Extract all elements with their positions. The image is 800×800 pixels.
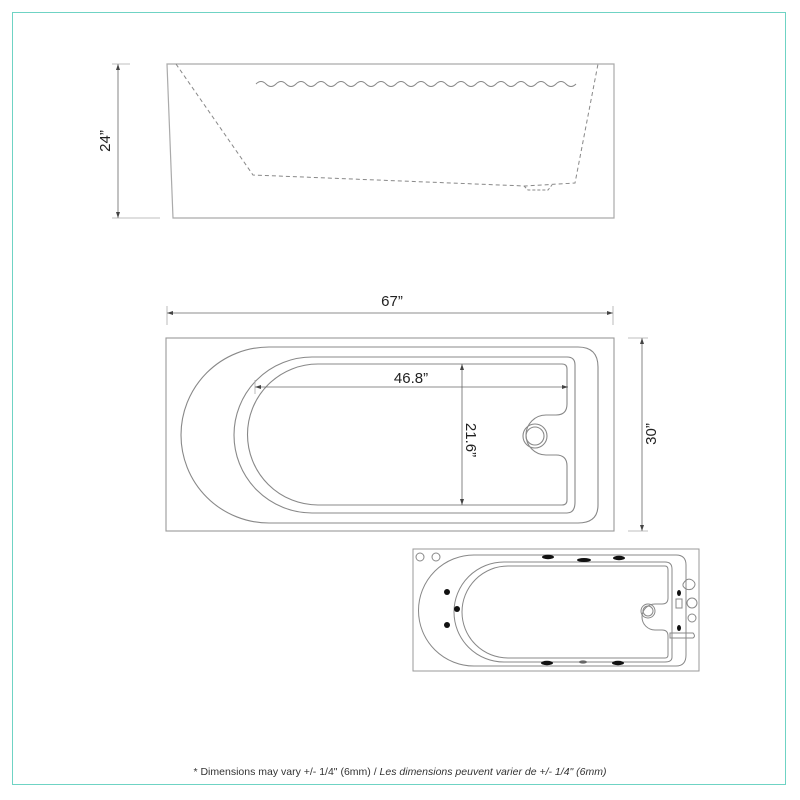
interior-width-label: 21.6” (462, 423, 479, 457)
interior-length-label: 46.8” (394, 370, 428, 387)
height-label: 24” (97, 130, 114, 152)
width-label: 30” (643, 423, 660, 445)
top-view (165, 306, 648, 532)
footnote-french: Les dimensions peuvent varier de +/- 1/4… (379, 766, 607, 778)
jets (444, 554, 681, 666)
jet-view (412, 548, 700, 672)
footnote-english: * Dimensions may vary +/- 1/4" (6mm) / (193, 766, 377, 778)
footnote: * Dimensions may vary +/- 1/4" (6mm) / L… (0, 766, 800, 778)
page-border (12, 12, 786, 785)
side-view (112, 63, 615, 219)
length-label: 67” (381, 293, 403, 310)
